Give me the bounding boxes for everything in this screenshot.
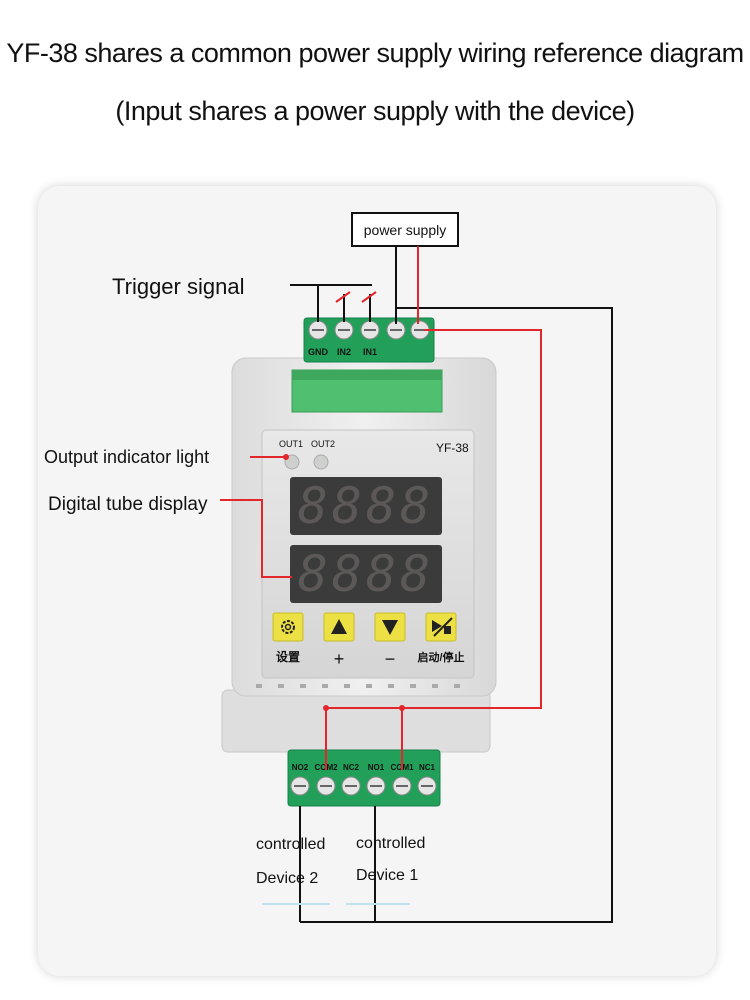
black-wires xyxy=(290,246,613,923)
digital-tube-display-label: Digital tube display xyxy=(48,494,208,515)
terminal-screw-com2[interactable] xyxy=(316,776,336,796)
device1-label-line1: controlled xyxy=(356,835,425,852)
input-terminal-block: GND IN2 IN1 xyxy=(303,317,435,363)
terminal-screw-power-neg[interactable] xyxy=(386,320,406,340)
start-stop-button[interactable] xyxy=(425,612,457,642)
device2-label-line1: controlled xyxy=(256,836,325,853)
device1-label-line2: Device 1 xyxy=(356,867,418,884)
terminal-label-in1: IN1 xyxy=(363,347,377,357)
terminal-screw-no1[interactable] xyxy=(366,776,386,796)
up-button-label: + xyxy=(334,649,345,669)
out2-label: OUT2 xyxy=(311,439,335,449)
display-top-digits: 8888 xyxy=(298,477,434,535)
trigger-signal-label: Trigger signal xyxy=(112,274,244,299)
red-wire-junction-com2 xyxy=(323,705,329,711)
arrow-up-icon xyxy=(331,619,347,634)
arrow-down-icon xyxy=(382,620,398,635)
trigger-switch-marks xyxy=(335,291,377,303)
red-wires xyxy=(220,246,542,770)
out2-indicator-light xyxy=(313,454,329,470)
device2-label-line2: Device 2 xyxy=(256,870,318,887)
terminal-label-no2: NO2 xyxy=(292,763,309,772)
power-supply-box: power supply xyxy=(351,212,459,247)
display-bottom-digits: 8888 xyxy=(298,545,434,603)
set-button[interactable] xyxy=(272,612,304,642)
display-top xyxy=(290,477,442,535)
vent-slots xyxy=(256,684,460,688)
diagram-title: YF-38 shares a common power supply wirin… xyxy=(6,38,744,68)
down-button[interactable] xyxy=(374,612,406,642)
terminal-screw-com1[interactable] xyxy=(392,776,412,796)
terminal-screw-no2[interactable] xyxy=(290,776,310,796)
up-button[interactable] xyxy=(323,612,355,642)
terminal-screw-in1[interactable] xyxy=(360,320,380,340)
out1-label: OUT1 xyxy=(279,439,303,449)
terminal-label-no1: NO1 xyxy=(368,763,385,772)
red-wire-junction-com1 xyxy=(399,705,405,711)
diagram-subtitle: (Input shares a power supply with the de… xyxy=(115,96,635,126)
terminal-label-nc1: NC1 xyxy=(419,763,436,772)
display-bottom xyxy=(290,545,442,603)
output-indicator-light-label: Output indicator light xyxy=(44,447,209,467)
output-terminal-block: NO2 COM2 NC2 NO1 COM1 NC1 xyxy=(287,749,441,807)
terminal-label-nc2: NC2 xyxy=(343,763,360,772)
terminal-screw-gnd[interactable] xyxy=(308,320,328,340)
terminal-label-gnd: GND xyxy=(308,347,329,357)
model-label: YF-38 xyxy=(436,441,469,455)
terminal-screw-nc2[interactable] xyxy=(341,776,361,796)
down-button-label: − xyxy=(385,649,396,669)
terminal-screw-power-pos[interactable] xyxy=(410,320,430,340)
indicator-pointer-dot xyxy=(283,454,289,460)
terminal-screw-nc1[interactable] xyxy=(417,776,437,796)
terminal-screw-in2[interactable] xyxy=(334,320,354,340)
set-button-label: 设置 xyxy=(276,649,300,664)
start-stop-icon xyxy=(432,617,453,637)
terminal-label-in2: IN2 xyxy=(337,347,351,357)
gear-icon xyxy=(281,620,295,634)
power-supply-label: power supply xyxy=(364,222,447,238)
start-stop-button-label: 启动/停止 xyxy=(417,650,464,664)
